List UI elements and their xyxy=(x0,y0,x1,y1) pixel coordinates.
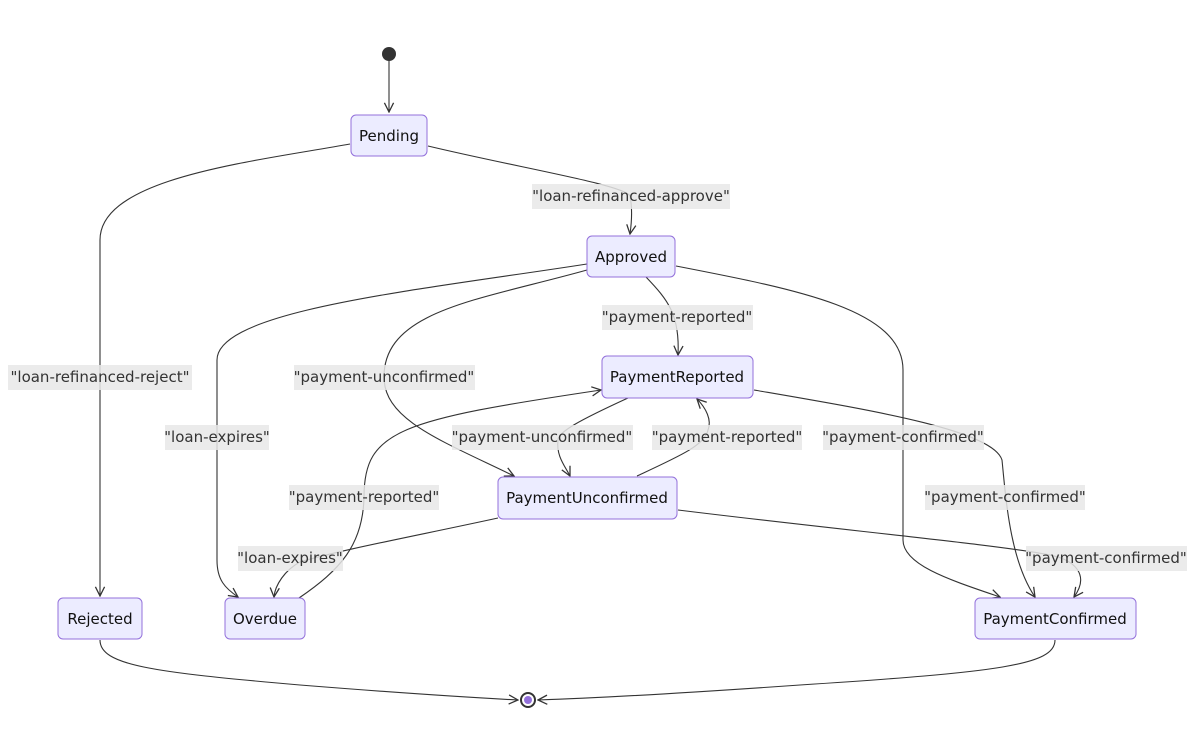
edge-paymentunconfirmed-paymentconfirmed xyxy=(677,509,1081,597)
state-approved[interactable]: Approved xyxy=(586,235,676,278)
start-state-icon xyxy=(382,47,396,61)
state-label: PaymentUnconfirmed xyxy=(506,489,668,507)
svg-text:"loan-refinanced-approve": "loan-refinanced-approve" xyxy=(532,187,730,205)
state-rejected[interactable]: Rejected xyxy=(57,597,143,640)
svg-text:"payment-reported": "payment-reported" xyxy=(602,308,753,326)
edge-rejected-end xyxy=(99,639,518,700)
state-label: PaymentReported xyxy=(610,368,744,386)
edge-pending-rejected xyxy=(100,143,351,596)
edge-label-paymentunconfirmed-overdue: "loan-expires" xyxy=(237,546,343,571)
edge-label-paymentunconfirmed-paymentreported: "payment-reported" xyxy=(652,425,803,450)
state-overdue[interactable]: Overdue xyxy=(224,597,306,640)
svg-text:"loan-expires": "loan-expires" xyxy=(164,428,270,446)
svg-text:"payment-confirmed": "payment-confirmed" xyxy=(924,488,1086,506)
svg-text:"loan-expires": "loan-expires" xyxy=(237,549,343,567)
edge-paymentconfirmed-end xyxy=(538,639,1056,700)
state-paymentunconfirmed[interactable]: PaymentUnconfirmed xyxy=(497,476,678,520)
svg-text:"payment-reported": "payment-reported" xyxy=(652,428,803,446)
svg-text:"payment-reported": "payment-reported" xyxy=(289,488,440,506)
edge-label-pending-approved: "loan-refinanced-approve" xyxy=(532,184,730,209)
edge-approved-paymentconfirmed xyxy=(675,265,1000,597)
state-label: Overdue xyxy=(233,610,297,628)
edge-label-paymentreported-paymentconfirmed: "payment-confirmed" xyxy=(924,485,1086,510)
svg-text:"payment-unconfirmed": "payment-unconfirmed" xyxy=(294,368,475,386)
state-paymentconfirmed[interactable]: PaymentConfirmed xyxy=(974,597,1137,640)
edge-paymentreported-paymentconfirmed xyxy=(753,389,1035,597)
svg-text:"payment-unconfirmed": "payment-unconfirmed" xyxy=(452,428,633,446)
svg-text:"payment-confirmed": "payment-confirmed" xyxy=(1025,549,1187,567)
svg-text:"payment-confirmed": "payment-confirmed" xyxy=(822,428,984,446)
svg-text:"loan-refinanced-reject": "loan-refinanced-reject" xyxy=(11,368,190,386)
edge-label-overdue-paymentreported: "payment-reported" xyxy=(289,485,440,510)
edge-label-approved-overdue: "loan-expires" xyxy=(164,425,270,450)
edge-label-paymentunconfirmed-paymentconfirmed: "payment-confirmed" xyxy=(1025,546,1187,571)
end-state-icon xyxy=(520,692,536,708)
state-label: Approved xyxy=(595,248,667,266)
state-label: Pending xyxy=(359,127,419,145)
state-paymentreported[interactable]: PaymentReported xyxy=(601,355,754,399)
edge-label-paymentreported-paymentunconfirmed: "payment-unconfirmed" xyxy=(452,425,633,450)
state-label: PaymentConfirmed xyxy=(983,610,1127,628)
edge-label-approved-paymentunconfirmed: "payment-unconfirmed" xyxy=(294,365,475,390)
edge-approved-overdue xyxy=(216,263,588,597)
state-label: Rejected xyxy=(67,610,132,628)
state-pending[interactable]: Pending xyxy=(350,114,428,157)
edge-label-approved-paymentconfirmed: "payment-confirmed" xyxy=(822,425,984,450)
edge-label-approved-paymentreported: "payment-reported" xyxy=(602,305,753,330)
edge-label-pending-rejected: "loan-refinanced-reject" xyxy=(8,365,192,390)
